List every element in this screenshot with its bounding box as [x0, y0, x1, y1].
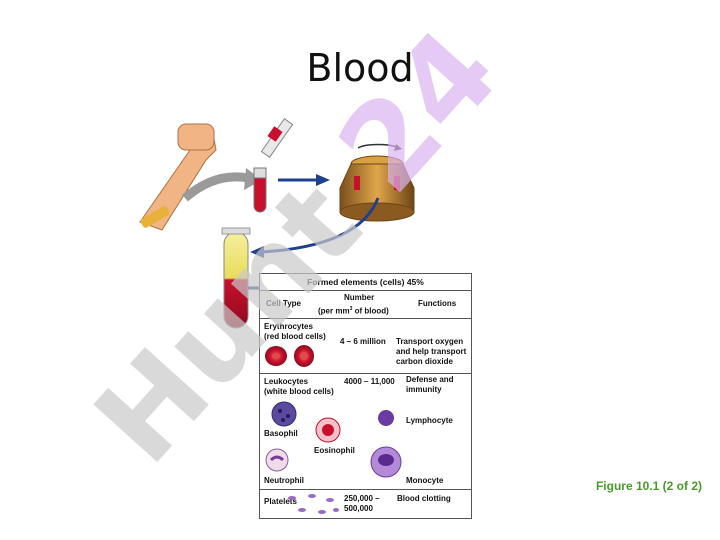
erythrocytes-name-line1: Erythrocytes [264, 322, 313, 331]
basophil-label: Basophil [264, 429, 298, 438]
neutrophil-label: Neutrophil [264, 476, 304, 485]
column-headers: Cell Type Number (per mm3 of blood) Func… [260, 290, 471, 319]
leukocytes-number: 4000 – 11,000 [344, 377, 395, 386]
cell-type-header: Cell Type [266, 299, 301, 308]
arm-to-syringe-arrowhead [244, 168, 262, 190]
arm-to-syringe-arrow [182, 172, 249, 202]
platelets-number-line1: 250,000 – [344, 494, 380, 503]
functions-header: Functions [418, 299, 457, 308]
leukocytes-function-line1: Defense and [406, 375, 454, 384]
erythrocytes-function-line3: carbon dioxide [396, 357, 453, 366]
red-blood-cells-image [265, 345, 314, 367]
leukocytes-name-line2: (white blood cells) [264, 387, 334, 396]
eosinophil-label: Eosinophil [314, 446, 355, 455]
platelets-number-line2: 500,000 [344, 504, 373, 513]
number-header-line1: Number [344, 293, 375, 302]
centrifuge-to-tube-arrow [261, 197, 380, 254]
erythrocytes-function-line1: Transport oxygen [396, 337, 464, 346]
syringe-illustration [253, 118, 294, 213]
table-header: Formed elements (cells) 45% [260, 274, 471, 291]
figure-caption: Figure 10.1 (2 of 2) [595, 479, 702, 493]
platelets-function: Blood clotting [397, 494, 451, 503]
slide-title: Blood [306, 46, 414, 90]
number-header-line2: (per mm3 of blood) [318, 306, 389, 316]
centrifuge-illustration [339, 143, 415, 222]
leukocytes-function-line2: immunity [406, 385, 442, 394]
erythrocytes-number: 4 – 6 million [340, 337, 386, 346]
formed-elements-table: Formed elements (cells) 45% Cell Type Nu… [259, 273, 472, 519]
platelets-image [288, 494, 339, 514]
white-blood-cells-image [265, 401, 402, 478]
erythrocytes-name-line2: (red blood cells) [264, 332, 326, 341]
arm-illustration [139, 123, 217, 231]
monocyte-label: Monocyte [406, 476, 444, 485]
leukocytes-name-line1: Leukocytes [264, 377, 309, 386]
lymphocyte-label: Lymphocyte [406, 416, 453, 425]
test-tube-illustration [221, 227, 251, 329]
erythrocytes-function-line2: and help transport [396, 347, 467, 356]
platelets-name: Platelets [264, 497, 297, 506]
